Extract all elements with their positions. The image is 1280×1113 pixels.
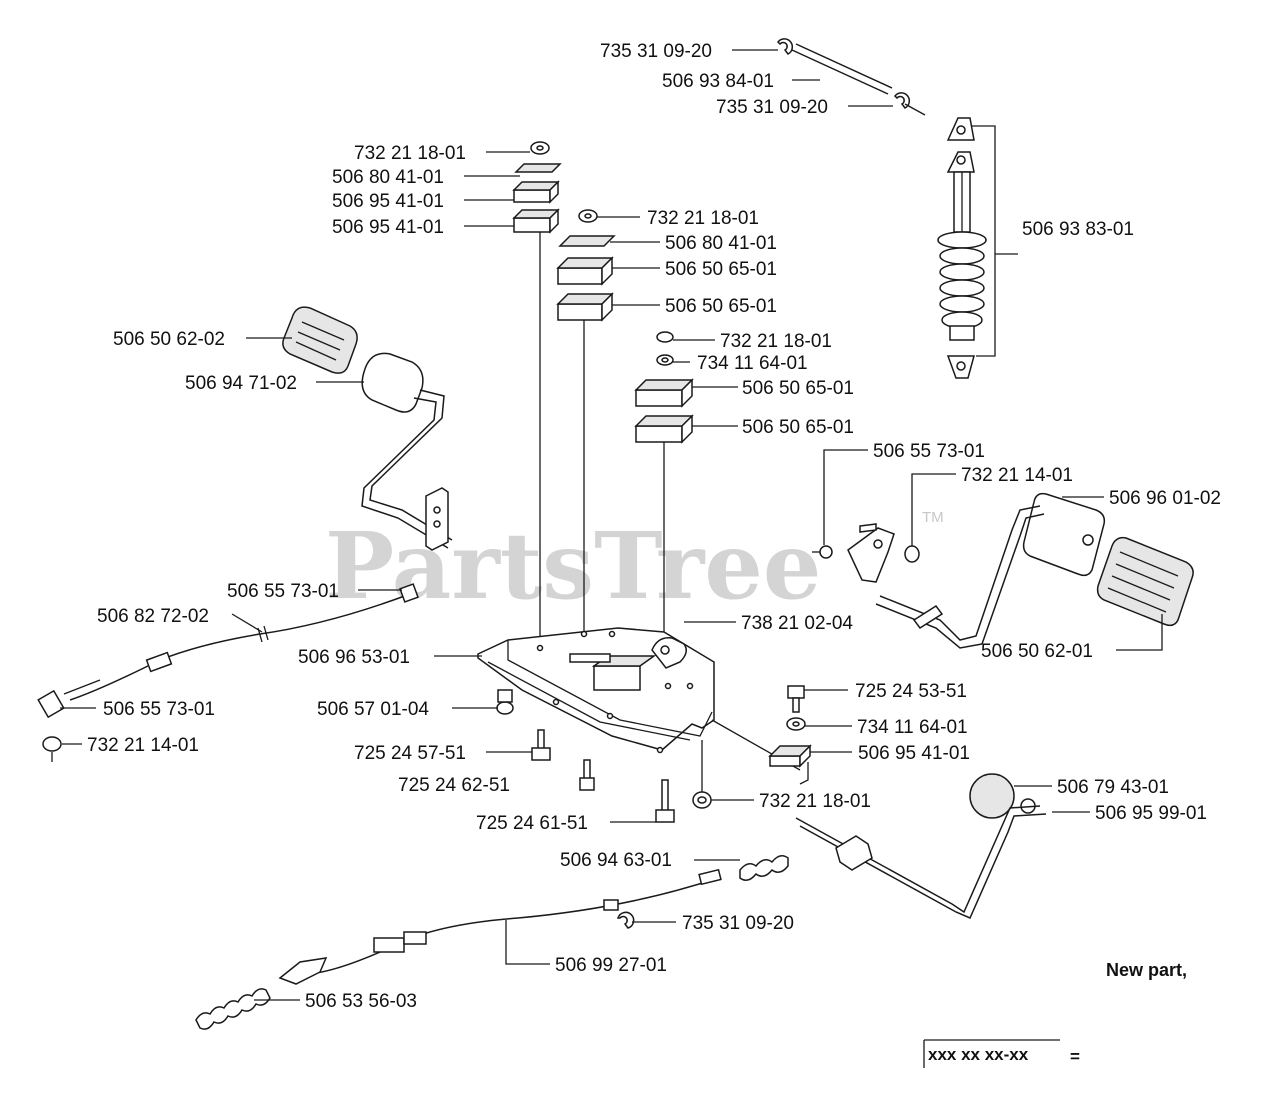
part-label: 725 24 53-51 xyxy=(855,681,967,702)
leader-lines xyxy=(60,49,1163,1068)
part-label: 506 55 73-01 xyxy=(103,699,215,720)
part-label: 506 50 62-02 xyxy=(113,329,225,350)
part-label: 506 95 41-01 xyxy=(858,743,970,764)
new-part-note-cutoff xyxy=(1100,984,1240,994)
part-label: 506 80 41-01 xyxy=(665,233,777,254)
base-plate-drawing xyxy=(477,627,801,771)
part-label: 735 31 09-20 xyxy=(682,913,794,934)
part-label: 734 11 64-01 xyxy=(857,717,968,738)
part-label: 506 50 65-01 xyxy=(665,296,777,317)
part-label: 506 95 41-01 xyxy=(332,191,444,212)
part-label: 734 11 64-01 xyxy=(697,353,808,374)
part-label: 725 24 62-51 xyxy=(398,775,510,796)
part-label: 506 95 99-01 xyxy=(1095,803,1207,824)
key-equals-text: = xyxy=(1070,1047,1080,1066)
part-label: 732 21 18-01 xyxy=(759,791,871,812)
middle-clamp-stack-drawing xyxy=(556,209,616,636)
part-label: 738 21 02-04 xyxy=(741,613,853,634)
part-label: 506 95 41-01 xyxy=(332,217,444,238)
part-label: 506 50 62-01 xyxy=(981,641,1093,662)
part-label: 506 94 63-01 xyxy=(560,850,672,871)
part-label: 732 21 18-01 xyxy=(720,331,832,352)
left-pedal-drawing xyxy=(282,306,453,551)
part-label: 732 21 18-01 xyxy=(647,208,759,229)
part-label: 732 21 14-01 xyxy=(87,735,199,756)
part-label: 506 94 71-02 xyxy=(185,373,297,394)
pin-assembly-drawing xyxy=(777,38,926,116)
bottom-cable-drawing xyxy=(195,855,789,1030)
watermark-text: PartsTree xyxy=(325,512,821,620)
part-label: 506 57 01-04 xyxy=(317,699,429,720)
bolts-drawing xyxy=(496,685,812,823)
left-clamp-stack-drawing xyxy=(512,141,562,645)
new-part-note: New part, xyxy=(1106,960,1187,980)
legend: New part, xxx xx xx-xx = xyxy=(928,960,1240,1066)
part-label: 506 79 43-01 xyxy=(1057,777,1169,798)
part-label: 506 80 41-01 xyxy=(332,167,444,188)
part-label: 506 82 72-02 xyxy=(97,606,209,627)
part-label: 506 50 65-01 xyxy=(742,417,854,438)
right-clamp-stack-drawing xyxy=(634,331,694,650)
trademark-text: TM xyxy=(922,509,944,526)
part-label: 735 31 09-20 xyxy=(716,97,828,118)
key-code-text: xxx xx xx-xx xyxy=(928,1045,1029,1064)
part-label: 506 55 73-01 xyxy=(227,581,339,602)
part-labels: 735 31 09-20 506 93 84-01 735 31 09-20 7… xyxy=(87,41,1221,1012)
part-label: 725 24 57-51 xyxy=(354,743,466,764)
left-cable-drawing xyxy=(37,583,419,762)
part-label: 735 31 09-20 xyxy=(600,41,712,62)
part-label: 506 93 83-01 xyxy=(1022,219,1134,240)
part-label: 506 50 65-01 xyxy=(742,378,854,399)
part-label: 506 96 01-02 xyxy=(1109,488,1221,509)
shock-absorber-drawing xyxy=(937,117,1018,379)
part-label: 506 55 73-01 xyxy=(873,441,985,462)
part-label: 506 50 65-01 xyxy=(665,259,777,280)
right-lever-drawing xyxy=(795,773,1047,919)
part-label: 506 93 84-01 xyxy=(662,71,774,92)
part-label: 732 21 14-01 xyxy=(961,465,1073,486)
part-label: 506 99 27-01 xyxy=(555,955,667,976)
right-pedal-drawing xyxy=(812,492,1194,649)
part-label: 732 21 18-01 xyxy=(354,143,466,164)
part-label: 725 24 61-51 xyxy=(476,813,588,834)
part-label: 506 96 53-01 xyxy=(298,647,410,668)
part-label: 506 53 56-03 xyxy=(305,991,417,1012)
